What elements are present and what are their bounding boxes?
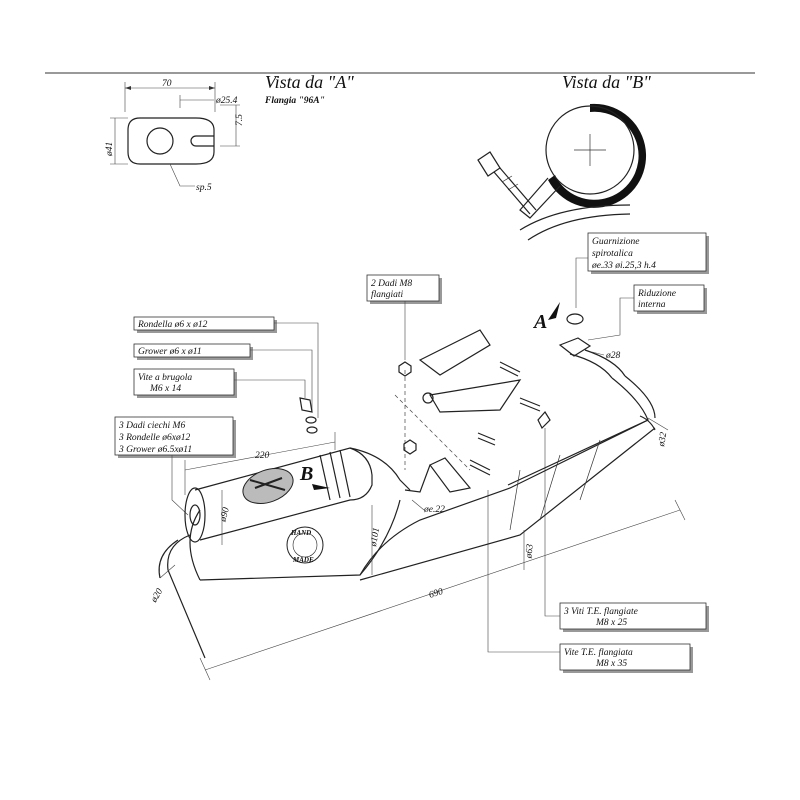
- dim-25-4: ø25.4: [215, 96, 238, 106]
- dim-32: ø32: [657, 431, 670, 448]
- vite-te-line-2: M8 x 35: [595, 659, 627, 669]
- dadi-ciechi-line-1: 3 Dadi ciechi M6: [118, 421, 185, 431]
- guarnizione-line-3: øe.33 øi.25,3 h.4: [591, 261, 656, 271]
- dim-690: 690: [428, 587, 445, 601]
- dadi-ciechi-line-2: 3 Rondelle ø6xø12: [118, 433, 190, 443]
- guarnizione-line-1: Guarnizione: [592, 237, 640, 247]
- callout-guarnizione: Guarnizione spirotalica øe.33 øi.25,3 h.…: [575, 232, 709, 308]
- dim-101: ø101: [369, 527, 382, 548]
- callout-viti-te: 3 Viti T.E. flangiate M8 x 25: [544, 428, 709, 632]
- dim-28: ø28: [605, 351, 621, 361]
- dim-7-5: 7.5: [235, 114, 245, 126]
- riduzione-line-2: interna: [638, 300, 666, 310]
- viti-te-line-1: 3 Viti T.E. flangiate: [563, 606, 638, 617]
- flange-view-a: Vista da "A" Flangia "96A" 70 ø25.4 7.5 …: [105, 72, 354, 193]
- stamp-made: MADE: [292, 556, 314, 564]
- dadi-m8-line-1: 2 Dadi M8: [371, 279, 412, 289]
- callout-grower: Grower ø6 x ø11: [133, 343, 313, 412]
- riduzione-line-1: Riduzione: [637, 289, 676, 299]
- callout-dadi-ciechi: 3 Dadi ciechi M6 3 Rondelle ø6xø12 3 Gro…: [114, 416, 236, 516]
- clamp-view-b: Vista da "B": [477, 72, 651, 241]
- callout-rondella: Rondella ø6 x ø12: [133, 316, 319, 418]
- vite-te-line-1: Vite T.E. flangiata: [564, 647, 633, 658]
- dadi-ciechi-line-3: 3 Grower ø6.5xø11: [118, 445, 192, 455]
- vite-brugola-line-1: Vite a brugola: [138, 373, 192, 383]
- dim-220: 220: [255, 451, 270, 461]
- hand-made-stamp: HAND MADE: [286, 526, 324, 564]
- callout-dadi-m8: 2 Dadi M8 flangiati: [366, 274, 442, 360]
- callout-riduzione: Riduzione interna: [587, 284, 707, 341]
- view-a-subtitle: Flangia "96A": [264, 96, 325, 106]
- stamp-hand: HAND: [290, 529, 311, 537]
- view-a-title: Vista da "A": [265, 72, 354, 92]
- dim-20: ø20: [149, 587, 165, 605]
- viti-te-line-2: M8 x 25: [595, 618, 627, 628]
- dim-90: ø90: [218, 506, 232, 524]
- dim-sp5: sp.5: [196, 183, 212, 193]
- marker-b: B: [299, 463, 313, 485]
- dim-41: ø41: [105, 142, 115, 157]
- callout-vite-te: Vite T.E. flangiata M8 x 35: [487, 490, 693, 673]
- grower-line: Grower ø6 x ø11: [138, 347, 202, 357]
- guarnizione-line-2: spirotalica: [592, 249, 633, 259]
- dim-63: ø63: [524, 543, 535, 559]
- rondella-line: Rondella ø6 x ø12: [137, 320, 208, 330]
- vite-brugola-line-2: M6 x 14: [149, 384, 181, 394]
- exhaust-assembly: HAND MADE B A: [158, 302, 656, 659]
- dim-e22: øe.22: [423, 505, 445, 515]
- marker-a: A: [532, 311, 547, 333]
- dadi-m8-line-2: flangiati: [371, 289, 404, 300]
- dim-70: 70: [162, 79, 172, 89]
- callout-vite-brugola: Vite a brugola M6 x 14: [133, 368, 306, 398]
- view-b-title: Vista da "B": [562, 72, 651, 92]
